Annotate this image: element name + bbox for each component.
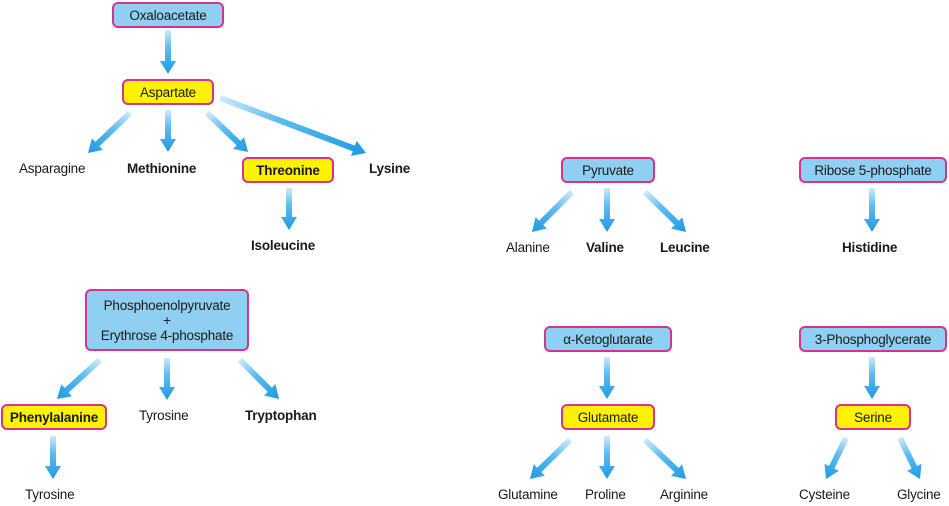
arrow-pep-to-phenylalanine bbox=[56, 357, 103, 399]
leucine-label: Leucine bbox=[660, 240, 710, 255]
serine-label: Serine bbox=[854, 409, 892, 425]
3-phosphoglycerate-box: 3-Phosphoglycerate bbox=[799, 326, 947, 352]
arrow-pep-to-tyrosine bbox=[159, 358, 175, 400]
ribose-5-phosphate-box: Ribose 5-phosphate bbox=[799, 157, 947, 183]
arrow-serine-to-glycine bbox=[897, 436, 922, 479]
serine-box: Serine bbox=[835, 404, 911, 430]
arrow-serine-to-cysteine bbox=[824, 436, 849, 479]
arrow-phenylalanine-to-tyrosine bbox=[45, 436, 61, 479]
arginine-label: Arginine bbox=[660, 487, 708, 502]
tyrosine-label: Tyrosine bbox=[139, 408, 189, 423]
3-phosphoglycerate-label: 3-Phosphoglycerate bbox=[814, 331, 932, 347]
ribose-5-phosphate-label: Ribose 5-phosphate bbox=[814, 162, 932, 178]
cysteine-label: Cysteine bbox=[799, 487, 850, 502]
plus-label: + bbox=[163, 312, 171, 328]
valine-label: Valine bbox=[586, 240, 624, 255]
threonine-box: Threonine bbox=[242, 157, 334, 183]
aspartate-label: Aspartate bbox=[140, 84, 196, 100]
threonine-label: Threonine bbox=[256, 162, 320, 178]
aspartate-box: Aspartate bbox=[122, 79, 214, 105]
arrow-threonine-to-isoleucine bbox=[281, 188, 297, 230]
alanine-label: Alanine bbox=[506, 240, 550, 255]
tyrosine-from-phenylalanine-label: Tyrosine bbox=[25, 487, 75, 502]
alpha-ketoglutarate-box: α-Ketoglutarate bbox=[544, 326, 672, 352]
alpha-ketoglutarate-label: α-Ketoglutarate bbox=[563, 331, 653, 347]
isoleucine-label: Isoleucine bbox=[251, 238, 316, 253]
arrow-ribose-to-histidine bbox=[864, 188, 880, 232]
arrow-pep-to-tryptophan bbox=[237, 357, 279, 399]
proline-label: Proline bbox=[585, 487, 626, 502]
erythrose-4-phosphate-label: Erythrose 4-phosphate bbox=[100, 327, 234, 343]
glutamate-label: Glutamate bbox=[577, 409, 639, 425]
lysine-label: Lysine bbox=[369, 161, 411, 176]
arrow-glutamate-to-proline bbox=[599, 436, 615, 479]
histidine-label: Histidine bbox=[842, 240, 898, 255]
pep-e4p-box: Phosphoenolpyruvate + Erythrose 4-phosph… bbox=[85, 289, 249, 351]
arrow-aspartate-to-lysine bbox=[218, 95, 366, 156]
glutamate-box: Glutamate bbox=[561, 404, 655, 430]
pyruvate-box: Pyruvate bbox=[561, 157, 655, 183]
arrow-pyruvate-to-leucine bbox=[642, 189, 687, 232]
arrow-oxaloacetate-to-aspartate bbox=[160, 30, 176, 74]
oxaloacetate-box: Oxaloacetate bbox=[112, 2, 224, 28]
methionine-label: Methionine bbox=[127, 161, 197, 176]
asparagine-label: Asparagine bbox=[19, 161, 86, 176]
phenylalanine-label: Phenylalanine bbox=[9, 409, 99, 425]
phenylalanine-box: Phenylalanine bbox=[1, 404, 107, 430]
pyruvate-label: Pyruvate bbox=[582, 162, 634, 178]
arrow-aspartate-to-methionine bbox=[160, 110, 176, 152]
glutamine-label: Glutamine bbox=[498, 487, 558, 502]
arrow-pyruvate-to-valine bbox=[599, 188, 615, 232]
arrow-ketoglutarate-to-glutamate bbox=[599, 357, 615, 399]
arrow-glutamate-to-glutamine bbox=[530, 437, 573, 480]
arrow-aspartate-to-asparagine bbox=[87, 110, 133, 153]
pep-label: Phosphoenolpyruvate bbox=[103, 297, 231, 313]
arrow-3pg-to-serine bbox=[864, 357, 880, 399]
arrow-aspartate-to-threonine bbox=[204, 110, 248, 153]
arrow-pyruvate-to-alanine bbox=[532, 189, 575, 232]
glycine-label: Glycine bbox=[897, 487, 941, 502]
tryptophan-label: Tryptophan bbox=[245, 408, 317, 423]
arrow-glutamate-to-arginine bbox=[642, 437, 686, 480]
oxaloacetate-label: Oxaloacetate bbox=[129, 7, 207, 23]
